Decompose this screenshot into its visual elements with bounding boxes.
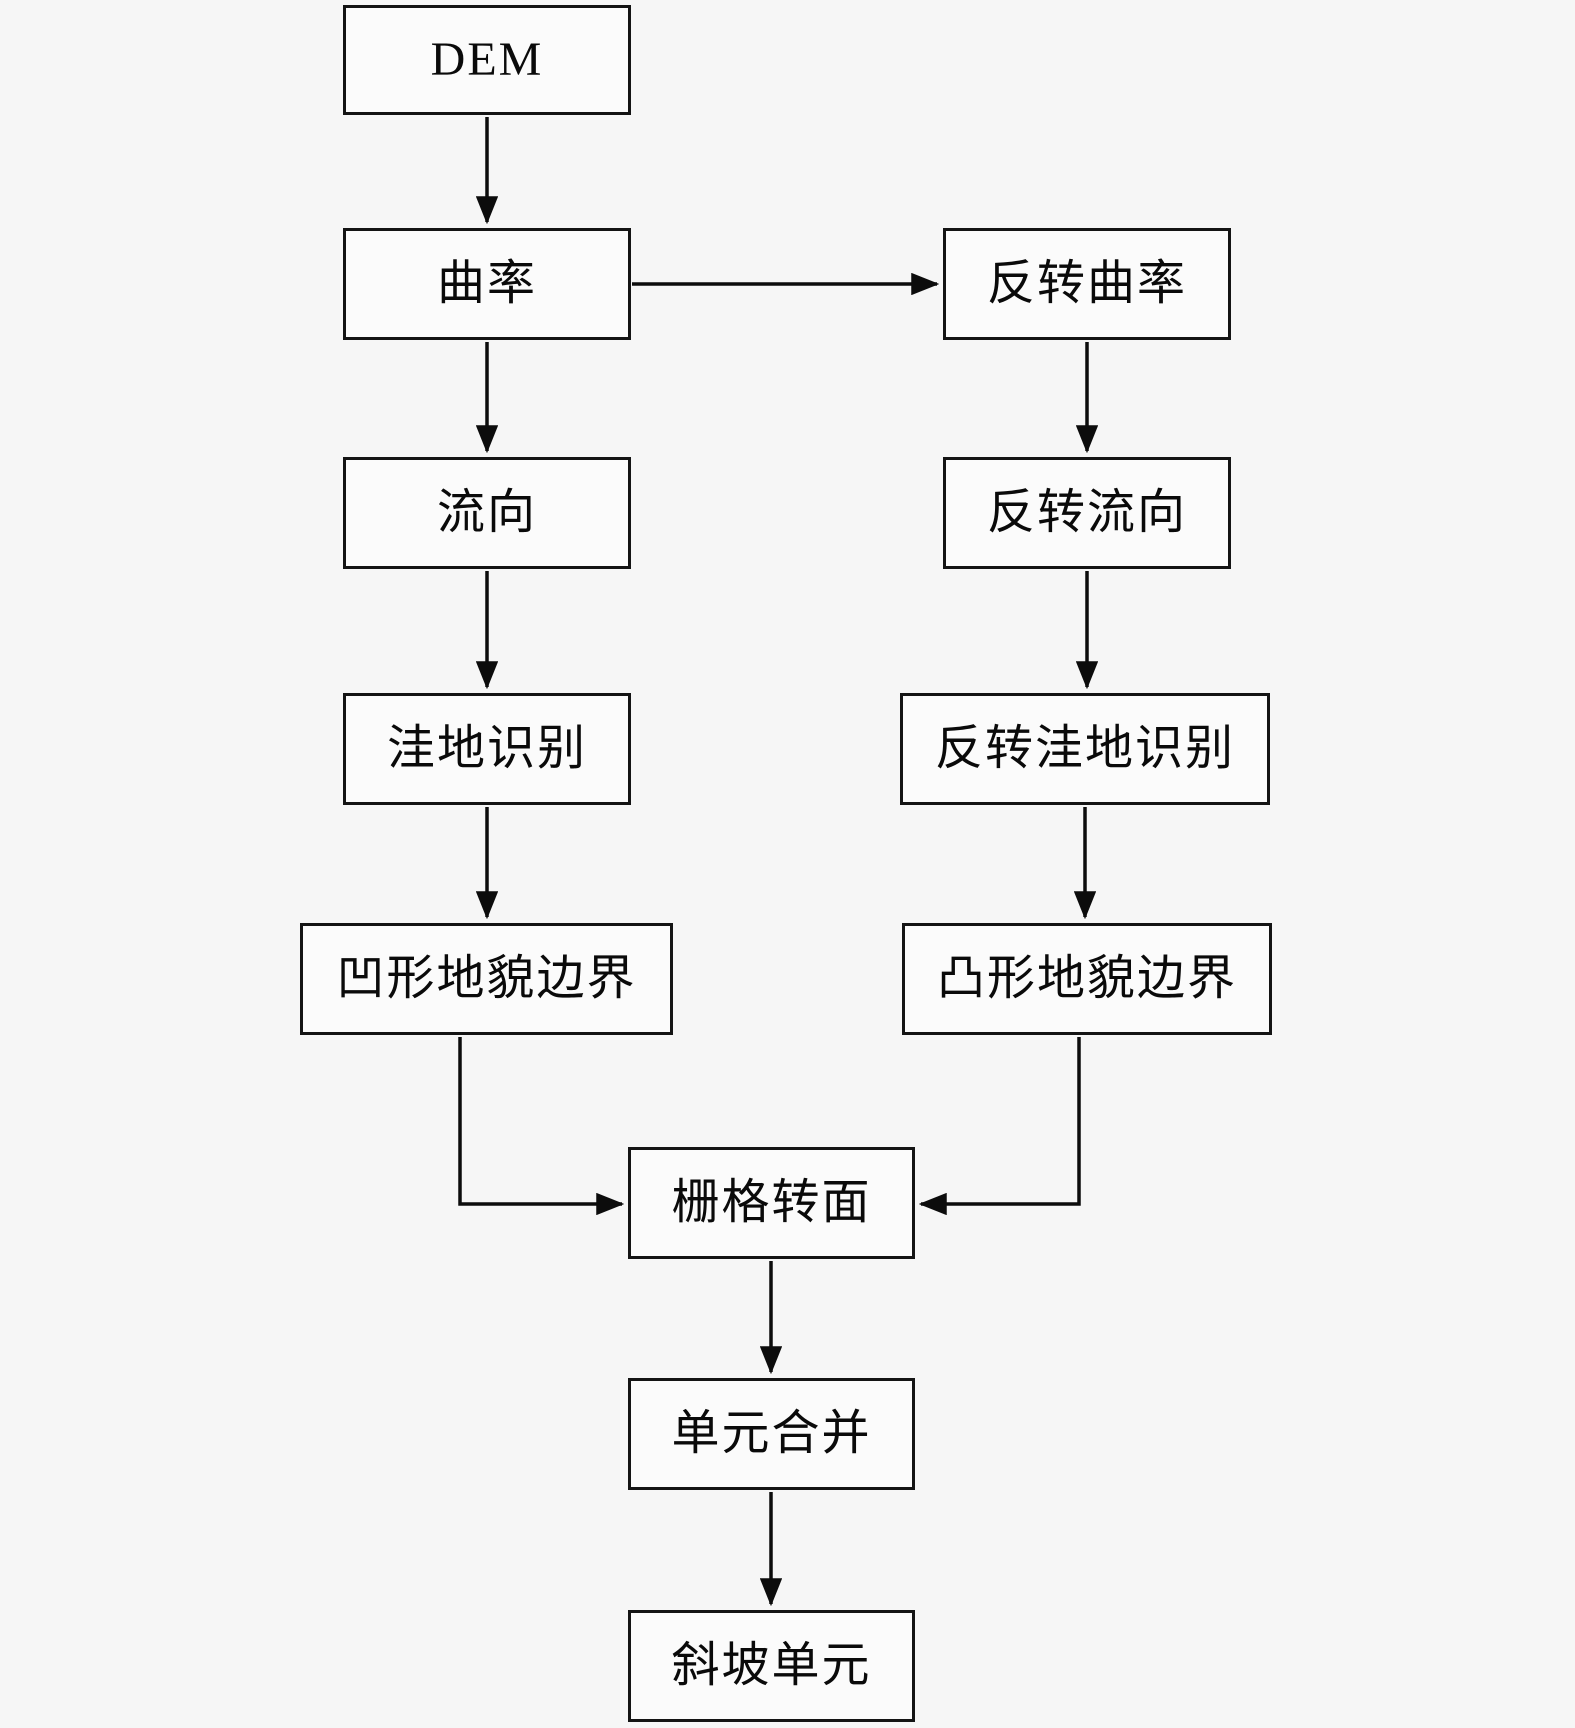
node-dem: DEM xyxy=(343,5,631,115)
node-concave-landform-boundary-label: 凹形地貌边界 xyxy=(336,952,637,1005)
node-inverted-curvature-label: 反转曲率 xyxy=(986,257,1187,310)
node-slope-unit-label: 斜坡单元 xyxy=(671,1639,872,1692)
node-slope-unit: 斜坡单元 xyxy=(628,1610,915,1722)
node-curvature-label: 曲率 xyxy=(436,257,537,310)
node-inverted-flow-direction: 反转流向 xyxy=(943,457,1231,569)
node-unit-merge-label: 单元合并 xyxy=(671,1407,872,1460)
node-curvature: 曲率 xyxy=(343,228,631,340)
node-inverted-flow-direction-label: 反转流向 xyxy=(986,486,1187,539)
node-concave-landform-boundary: 凹形地貌边界 xyxy=(300,923,673,1035)
edge-convex-boundary-to-raster-to-polygon xyxy=(918,1037,1081,1216)
node-sink-identification-label: 洼地识别 xyxy=(386,722,587,775)
node-inverted-sink-identification: 反转洼地识别 xyxy=(900,693,1270,805)
node-convex-landform-boundary-label: 凸形地貌边界 xyxy=(936,952,1237,1005)
node-flow-direction: 流向 xyxy=(343,457,631,569)
node-dem-label: DEM xyxy=(430,33,544,86)
node-inverted-sink-identification-label: 反转洼地识别 xyxy=(934,722,1235,775)
node-raster-to-polygon: 栅格转面 xyxy=(628,1147,915,1259)
node-unit-merge: 单元合并 xyxy=(628,1378,915,1490)
node-inverted-curvature: 反转曲率 xyxy=(943,228,1231,340)
node-convex-landform-boundary: 凸形地貌边界 xyxy=(902,923,1272,1035)
node-raster-to-polygon-label: 栅格转面 xyxy=(671,1176,872,1229)
node-flow-direction-label: 流向 xyxy=(436,486,537,539)
edge-concave-boundary-to-raster-to-polygon xyxy=(458,1037,625,1216)
node-sink-identification: 洼地识别 xyxy=(343,693,631,805)
